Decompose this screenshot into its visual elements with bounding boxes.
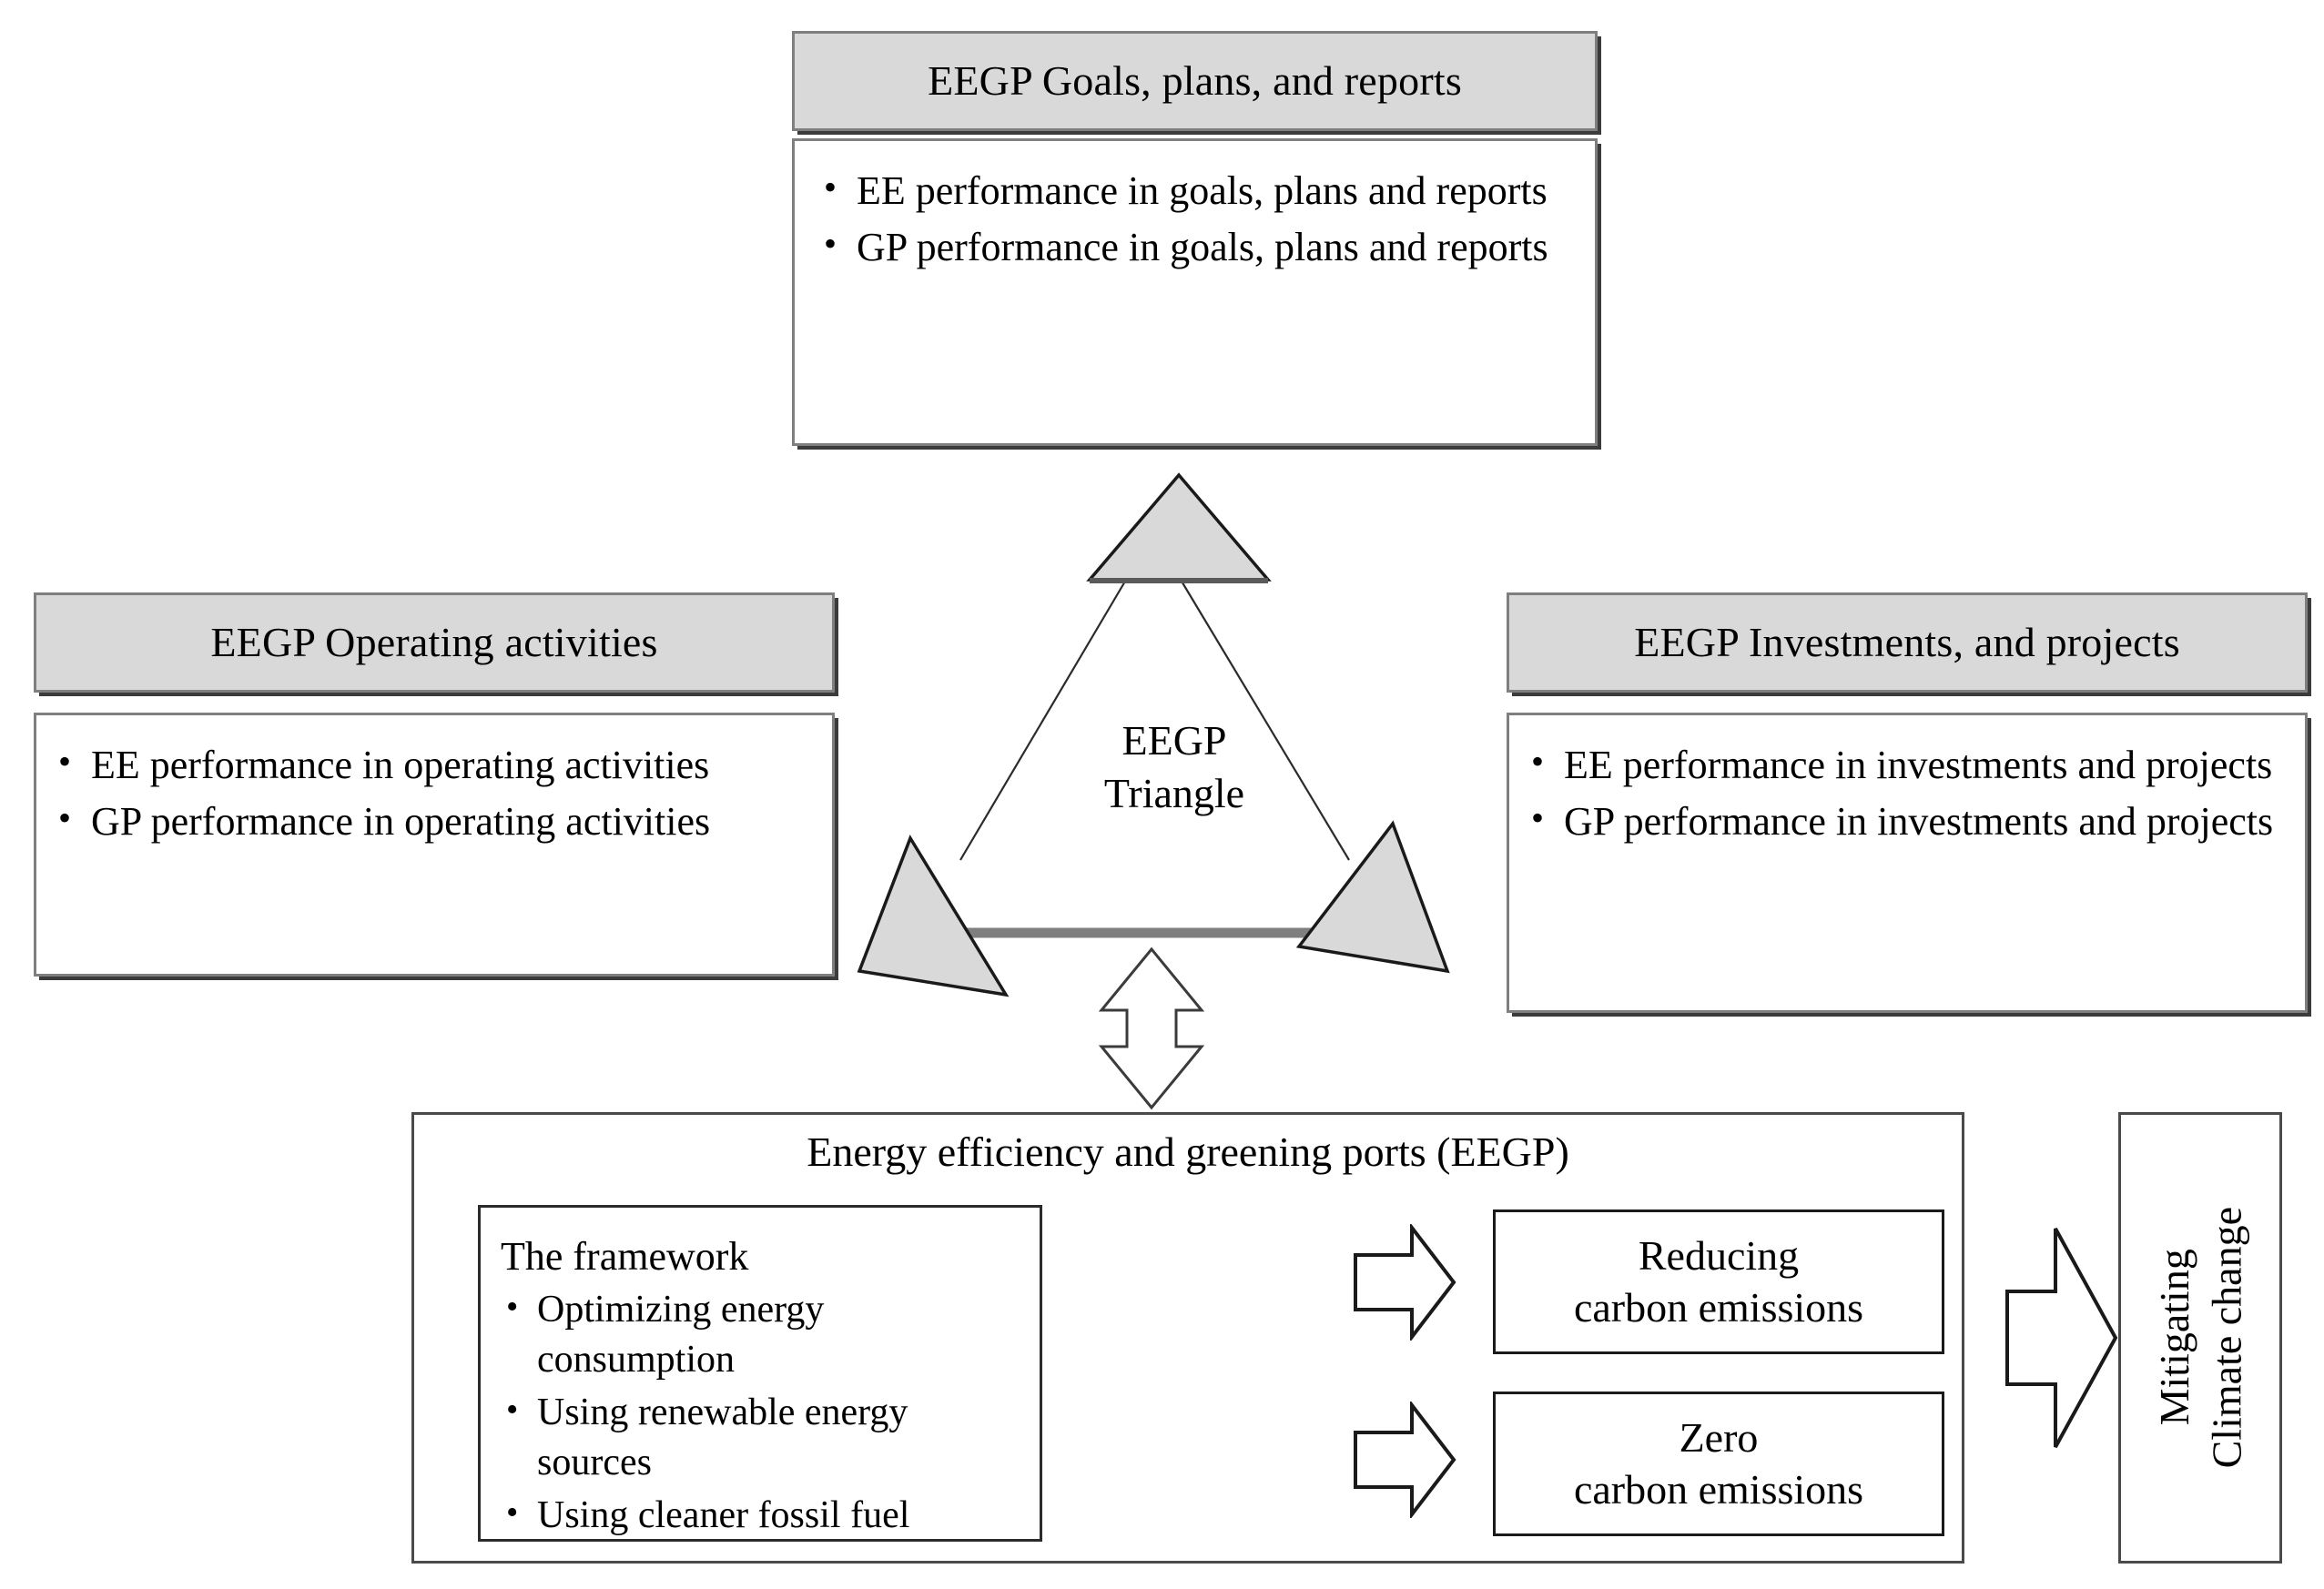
- top-panel-bullet-list: EE performance in goals, plans and repor…: [817, 164, 1573, 274]
- left-panel-body: EE performance in operating activities G…: [34, 713, 835, 977]
- outcome-line1: Zero: [1679, 1414, 1759, 1462]
- list-item: EE performance in investments and projec…: [1524, 738, 2287, 792]
- triangle-center-label-line2: Triangle: [1103, 769, 1245, 816]
- right-panel-header: EEGP Investments, and projects: [1507, 592, 2308, 693]
- outcome-line2: carbon emissions: [1573, 1283, 1864, 1331]
- list-item: EE performance in goals, plans and repor…: [817, 164, 1573, 218]
- outcome-box-reducing: Reducing carbon emissions: [1493, 1209, 1944, 1354]
- triangle-center-label-line1: EEGP: [1121, 717, 1227, 764]
- left-panel-header: EEGP Operating activities: [34, 592, 835, 693]
- list-item: Optimizing energy consumption: [501, 1284, 1020, 1384]
- top-panel-body: EE performance in goals, plans and repor…: [792, 138, 1598, 446]
- outcome-line1: Reducing: [1638, 1232, 1800, 1280]
- list-item: Using renewable energy sources: [501, 1387, 1020, 1487]
- list-item: Using cleaner fossil fuel: [501, 1490, 1020, 1541]
- right-panel-body: EE performance in investments and projec…: [1507, 713, 2308, 1013]
- arrow-right-icon: [1354, 1224, 1456, 1341]
- triangle-graphic: [857, 472, 1450, 1110]
- top-panel-header: EEGP Goals, plans, and reports: [792, 31, 1598, 131]
- bottom-panel-title: Energy efficiency and greening ports (EE…: [807, 1128, 1569, 1175]
- framework-box: The framework Optimizing energy consumpt…: [478, 1205, 1042, 1542]
- list-item: EE performance in operating activities: [51, 738, 814, 792]
- outcome-box-zero: Zero carbon emissions: [1493, 1392, 1944, 1536]
- arrow-right-icon: [1354, 1402, 1456, 1518]
- vertex-triangle-top: [1086, 472, 1272, 582]
- list-item: GP performance in investments and projec…: [1524, 794, 2287, 848]
- vertex-triangle-right: [1295, 820, 1450, 974]
- left-panel-header-label: EEGP Operating activities: [210, 618, 658, 665]
- right-panel-header-label: EEGP Investments, and projects: [1634, 618, 2180, 665]
- left-panel-bullet-list: EE performance in operating activities G…: [51, 738, 814, 848]
- eegp-triangle-diagram: EEGP Triangle: [847, 450, 1502, 1115]
- mitigating-climate-change-box: Mitigating Climate change: [2118, 1112, 2282, 1564]
- arrow-up-down-icon: [1098, 946, 1205, 1110]
- triangle-connector-lines: [959, 579, 1350, 861]
- mitigating-line1: Mitigating: [2150, 1249, 2197, 1427]
- list-item: GP performance in goals, plans and repor…: [817, 220, 1573, 274]
- mitigating-line2: Climate change: [2203, 1207, 2249, 1469]
- right-panel-bullet-list: EE performance in investments and projec…: [1524, 738, 2287, 848]
- framework-bullet-list: Optimizing energy consumption Using rene…: [501, 1284, 1020, 1541]
- vertex-triangle-left: [857, 835, 1010, 997]
- mitigating-climate-change-label: Mitigating Climate change: [2148, 1207, 2253, 1468]
- top-panel-header-label: EEGP Goals, plans, and reports: [928, 56, 1462, 104]
- framework-title: The framework: [501, 1234, 749, 1279]
- triangle-center-label: EEGP Triangle: [847, 714, 1502, 819]
- outcome-line2: carbon emissions: [1573, 1465, 1864, 1513]
- list-item: GP performance in operating activities: [51, 794, 814, 848]
- arrow-right-icon: [2005, 1228, 2118, 1448]
